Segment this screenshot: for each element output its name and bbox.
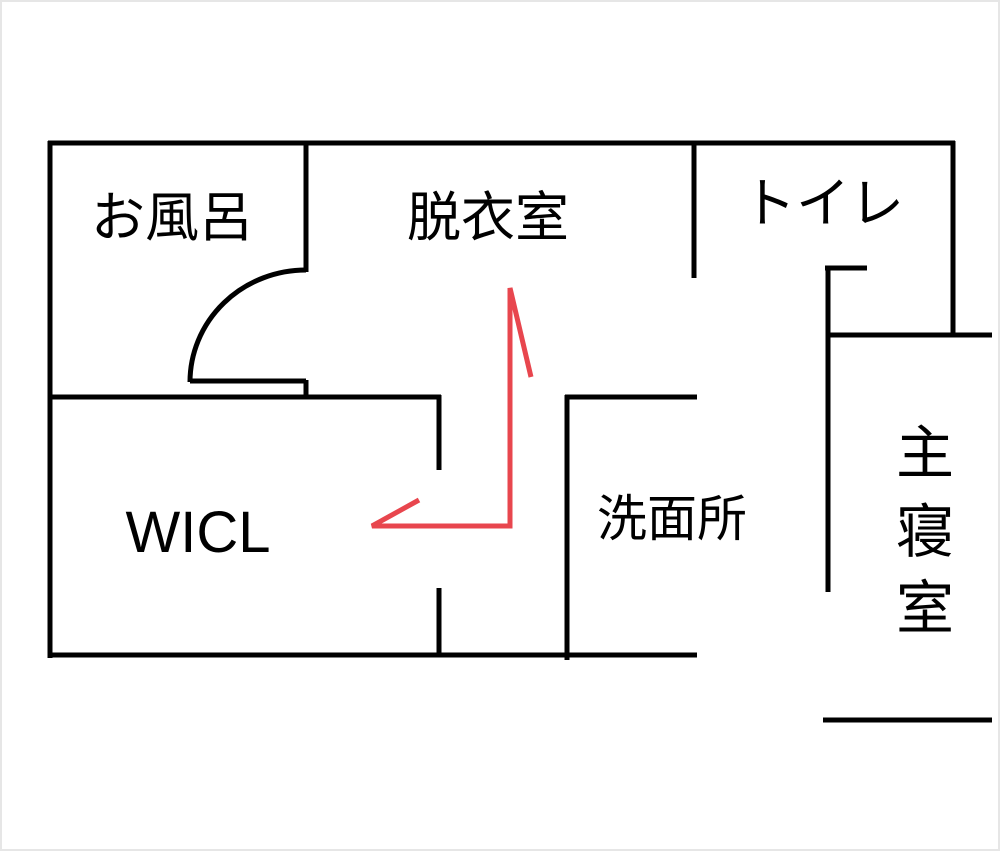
room-label-bath: お風呂 bbox=[91, 186, 253, 249]
room-label-wicl: WICL bbox=[126, 500, 271, 565]
room-label-master-bedroom-char-2: 寝 bbox=[896, 498, 954, 566]
room-label-master-bedroom-char-1: 主 bbox=[896, 419, 954, 487]
route-path bbox=[370, 287, 534, 529]
room-label-washroom: 洗面所 bbox=[597, 490, 747, 548]
bath-door-swing bbox=[187, 267, 307, 383]
room-label-toilet: トイレ bbox=[742, 172, 904, 235]
room-label-dressing: 脱衣室 bbox=[407, 186, 569, 249]
walls bbox=[47, 140, 992, 723]
room-label-master-bedroom-char-3: 室 bbox=[896, 574, 954, 642]
route-arrow bbox=[370, 287, 534, 529]
room-label-master-bedroom: 主 寝 室 bbox=[896, 419, 954, 642]
